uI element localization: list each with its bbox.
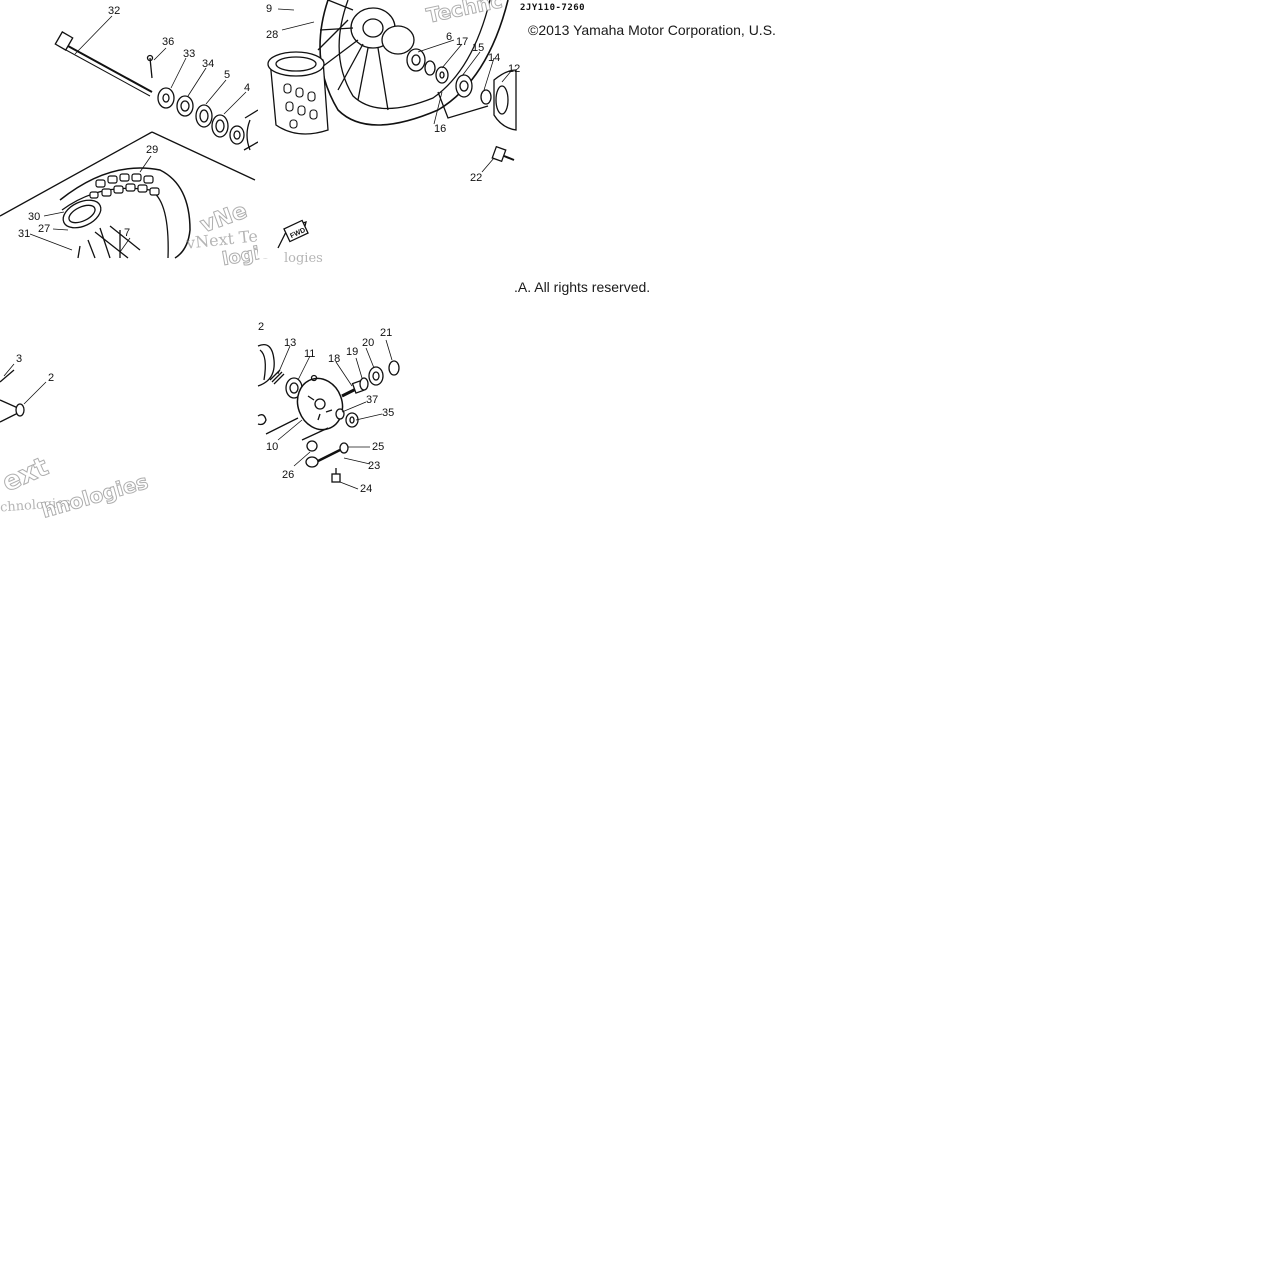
callout-37: 37 [366,394,378,406]
diagram-tile-front-axle: 32 36 33 34 5 4 29 30 27 31 7 vNext Te v… [0,0,284,271]
callout-10: 10 [266,441,278,453]
spacer-drawing: 3 2 [0,353,54,423]
part-code-label: 2JY110-7260 [520,3,586,13]
callout-6: 6 [446,31,452,43]
front-axle-drawing: 32 36 33 34 5 4 29 30 27 31 7 [0,5,259,259]
copyright-line-1: ©2013 Yamaha Motor Corporation, U.S. [528,22,776,38]
callout-35: 35 [382,407,394,419]
callout-34: 34 [202,58,214,70]
rear-hub-drawing: 9 28 6 17 15 14 12 16 22 [266,0,520,249]
callout-16: 16 [434,123,446,135]
callout-31: 31 [18,228,30,240]
callout-11: 11 [304,348,315,360]
callout-12: 12 [508,63,520,75]
callout-17: 17 [456,36,468,48]
callout-19: 19 [346,346,358,358]
callout-4: 4 [244,82,250,94]
callout-29: 29 [146,144,158,156]
callout-33: 33 [183,48,195,60]
callout-2: 2 [258,321,264,333]
callout-7: 7 [124,227,130,239]
callout-9: 9 [266,3,272,15]
brake-plate-drawing: 2 13 11 18 19 20 21 37 35 10 25 23 26 24 [257,321,400,495]
callout-27: 27 [38,223,50,235]
callout-26: 26 [282,469,294,481]
copyright-line-2: .A. All rights reserved. [514,279,651,295]
callout-2: 2 [48,372,54,384]
diagram-tile-rear-hub: 9 28 6 17 15 14 12 16 22 logies Technc F… [258,0,520,266]
callout-28: 28 [266,29,278,41]
callout-14: 14 [488,52,500,64]
callout-23: 23 [368,460,380,472]
callout-21: 21 [380,327,392,339]
callout-5: 5 [224,69,230,81]
callout-22: 22 [470,172,482,184]
callout-20: 20 [362,337,374,349]
callout-36: 36 [162,36,174,48]
callout-15: 15 [472,42,484,54]
callout-18: 18 [328,353,340,365]
callout-32: 32 [108,5,120,17]
callout-25: 25 [372,441,384,453]
callout-30: 30 [28,211,40,223]
diagram-tile-spacer: 3 2 ext chnologies hnologies [0,300,258,523]
callout-13: 13 [284,337,296,349]
callout-24: 24 [360,483,372,495]
callout-3: 3 [16,353,22,365]
diagram-tile-brake-plate: 2 13 11 18 19 20 21 37 35 10 25 23 26 24 [257,300,516,514]
